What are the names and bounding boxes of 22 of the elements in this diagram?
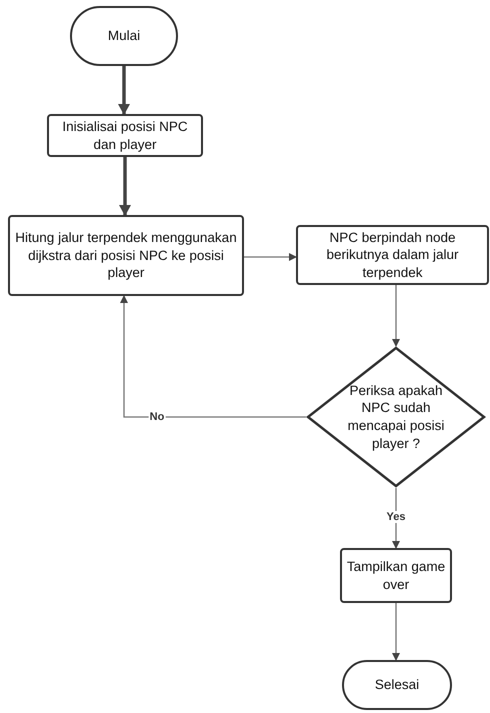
node-text: Tampilkan game over — [346, 558, 446, 594]
node-text: Periksa apakah NPC sudah mencapai posisi player ? — [346, 382, 446, 452]
arrow — [392, 285, 400, 347]
process-box — [296, 225, 489, 285]
arrow — [392, 488, 400, 549]
decision-diamond — [306, 346, 486, 488]
node-text: Hitung jalur terpendek menggunakan dijkstra dari posisi NPC ke posisi player — [14, 229, 238, 282]
terminator-pill — [342, 660, 452, 710]
process-box — [8, 215, 244, 296]
node-text: Inisialisai posisi NPC dan player — [61, 118, 189, 154]
process-box — [340, 548, 452, 603]
edge-label: No — [148, 411, 166, 423]
arrow — [119, 157, 131, 216]
edge-label: Yes — [386, 511, 406, 523]
node-text: Selesai — [374, 676, 420, 694]
arrow — [244, 253, 297, 261]
arrow — [392, 603, 400, 661]
node-text: Mulai — [106, 27, 142, 45]
arrow — [120, 295, 306, 418]
arrow — [118, 66, 130, 115]
process-box — [47, 114, 203, 157]
node-text: NPC berpindah node berikutnya dalam jalur terpendek — [325, 228, 460, 282]
